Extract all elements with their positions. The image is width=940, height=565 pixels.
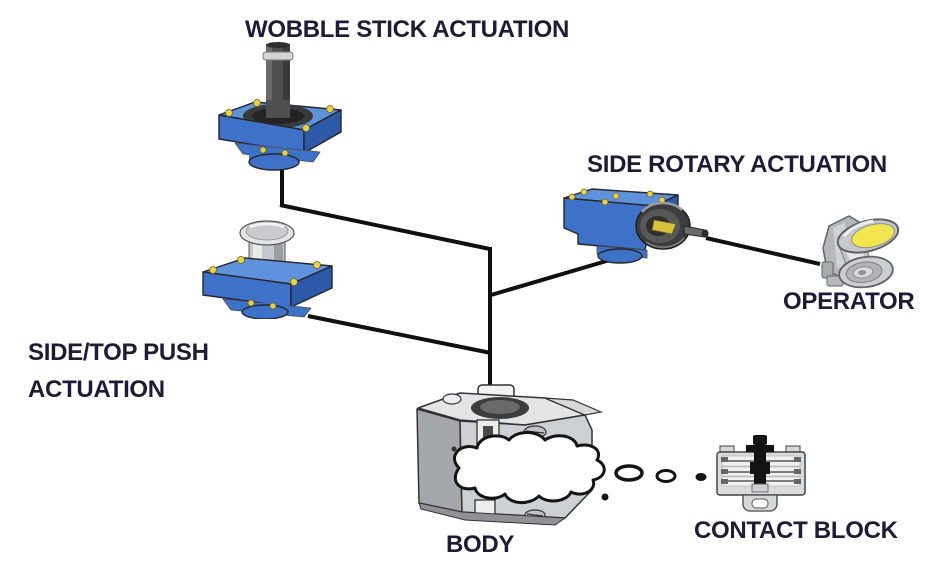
label-side-top-push-line2: ACTUATION <box>28 376 165 403</box>
label-wobble-stick-actuation: WOBBLE STICK ACTUATION <box>245 16 570 43</box>
rotary-gear <box>635 201 691 250</box>
body-cloud <box>453 431 606 504</box>
line-rotary-to-operator <box>705 236 821 266</box>
push-head-illustration <box>202 220 333 319</box>
push-plunger <box>239 220 295 276</box>
label-side-rotary-actuation: SIDE ROTARY ACTUATION <box>587 151 887 178</box>
line-wobble-to-junction <box>279 203 491 251</box>
rotary-shaft <box>683 225 709 238</box>
push-head <box>202 256 333 319</box>
wobble-stick-head-illustration <box>218 42 342 171</box>
operator-illustration <box>821 215 900 289</box>
rotary-head-illustration <box>563 188 709 264</box>
line-rotary-to-junction <box>490 255 621 297</box>
label-side-top-push-actuation: SIDE/TOP PUSH ACTUATION <box>28 334 209 408</box>
contact-block-tab <box>742 494 778 512</box>
operator-yellow-cap <box>836 218 900 254</box>
label-body: BODY <box>446 531 515 558</box>
operator-roller <box>838 255 894 289</box>
wobble-head <box>218 99 342 171</box>
line-push-to-junction <box>307 314 492 355</box>
contact-block-illustration <box>716 435 806 512</box>
label-operator: OPERATOR <box>783 288 915 315</box>
rod-ring <box>262 51 294 61</box>
dotted-trail <box>601 464 707 501</box>
trail-dot-end <box>695 473 707 481</box>
contact-label-plate <box>751 483 769 493</box>
trail-bubble-medium <box>655 469 677 483</box>
label-side-top-push-line1: SIDE/TOP PUSH <box>28 339 209 366</box>
rotary-lever-yellow <box>651 219 677 235</box>
contact-plunger <box>746 435 774 485</box>
label-contact-block: CONTACT BLOCK <box>694 517 898 544</box>
trail-bubble-large <box>614 464 644 482</box>
trail-dot-small <box>601 493 609 501</box>
body-illustration <box>416 384 606 526</box>
